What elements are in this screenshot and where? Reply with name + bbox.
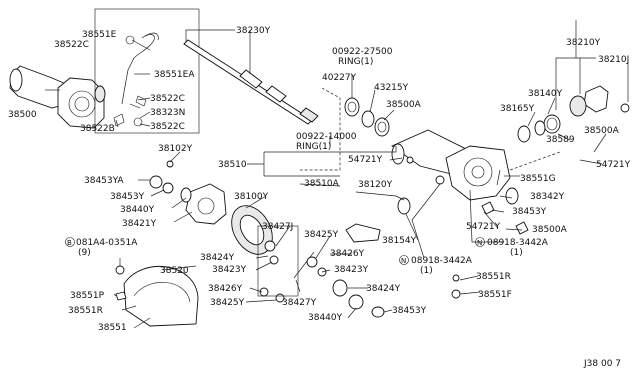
label-38510A[interactable]: 38510A xyxy=(304,179,340,189)
label-38424Y[interactable]: 38424Y xyxy=(366,284,401,294)
label-38230Y[interactable]: 38230Y xyxy=(236,26,271,36)
label-38425Y[interactable]: 38425Y xyxy=(304,230,339,240)
leader-lines xyxy=(45,20,629,329)
label-38100Y[interactable]: 38100Y xyxy=(234,192,269,202)
label-38440Y[interactable]: 38440Y xyxy=(308,313,343,323)
label-38500A[interactable]: 38500A xyxy=(584,126,620,136)
label-38102Y[interactable]: 38102Y xyxy=(158,144,193,154)
label-40227Y[interactable]: 40227Y xyxy=(322,73,357,83)
axle-shaft-illustration xyxy=(183,39,319,125)
label-08918-3442A[interactable]: 08918-3442A xyxy=(487,238,549,248)
label-38522C[interactable]: 38522C xyxy=(150,94,185,104)
label-38426Y[interactable]: 38426Y xyxy=(208,284,243,294)
n-marker: N xyxy=(477,239,482,247)
label-38500[interactable]: 38500 xyxy=(8,110,37,120)
label-38522B[interactable]: 38522B xyxy=(80,124,115,134)
label-38165Y[interactable]: 38165Y xyxy=(500,104,535,114)
label-08918-3442A[interactable]: 08918-3442A xyxy=(411,256,473,266)
label-38424Y[interactable]: 38424Y xyxy=(200,253,235,263)
label-38140Y[interactable]: 38140Y xyxy=(528,89,563,99)
callout-n-08918-3442A[interactable]: N 08918-3442A (1) xyxy=(399,255,473,277)
label-38453YA[interactable]: 38453YA xyxy=(84,176,124,186)
side-bearing-seals-illustration xyxy=(344,97,390,137)
label-38551R[interactable]: 38551R xyxy=(476,272,511,282)
label-ring-qty: RING(1) xyxy=(338,57,373,67)
label-38154Y[interactable]: 38154Y xyxy=(382,236,417,246)
label-qty: (1) xyxy=(510,248,523,258)
label-38551R[interactable]: 38551R xyxy=(68,306,103,316)
label-43215Y[interactable]: 43215Y xyxy=(374,83,409,93)
diagram-code: J38 00 7 xyxy=(583,359,621,369)
label-38589[interactable]: 38589 xyxy=(546,135,575,145)
rear-axle-housing-illustration xyxy=(391,129,511,201)
callout-b-081A4-0351A[interactable]: B 081A4-0351A (9) xyxy=(65,237,139,259)
label-ring-qty: RING(1) xyxy=(296,142,331,152)
label-38453Y[interactable]: 38453Y xyxy=(512,207,547,217)
label-38210Y[interactable]: 38210Y xyxy=(566,38,601,48)
label-38440Y[interactable]: 38440Y xyxy=(120,205,155,215)
label-38423Y[interactable]: 38423Y xyxy=(334,265,369,275)
label-38425Y[interactable]: 38425Y xyxy=(210,298,245,308)
label-54721Y[interactable]: 54721Y xyxy=(596,160,631,170)
label-38522C[interactable]: 38522C xyxy=(54,40,89,50)
front-carrier-illustration xyxy=(9,8,200,134)
label-38551G[interactable]: 38551G xyxy=(520,174,556,184)
part-number-labels: 38551E 38522C 38551EA 38500 38522C 38323… xyxy=(8,26,631,369)
label-38120Y[interactable]: 38120Y xyxy=(358,180,393,190)
label-38510[interactable]: 38510 xyxy=(218,160,247,170)
label-38500A[interactable]: 38500A xyxy=(532,225,568,235)
n-marker: N xyxy=(401,257,406,265)
label-38423Y[interactable]: 38423Y xyxy=(212,265,247,275)
label-38426Y[interactable]: 38426Y xyxy=(330,249,365,259)
b-marker: B xyxy=(67,239,72,247)
label-38520[interactable]: 38520 xyxy=(160,266,189,276)
callout-n-08918-3442A[interactable]: N 08918-3442A (1) xyxy=(475,237,549,259)
label-38551EA[interactable]: 38551EA xyxy=(154,70,195,80)
label-081A4-0351A[interactable]: 081A4-0351A xyxy=(76,238,138,248)
label-38551F[interactable]: 38551F xyxy=(478,290,512,300)
label-qty: (1) xyxy=(420,266,433,276)
label-38427J[interactable]: 38427J xyxy=(262,222,293,232)
label-38522C[interactable]: 38522C xyxy=(150,122,185,132)
label-38551P[interactable]: 38551P xyxy=(70,291,105,301)
label-38323N[interactable]: 38323N xyxy=(150,108,185,118)
label-00922-27500[interactable]: 00922-27500 xyxy=(332,47,393,57)
differential-case-illustration xyxy=(115,156,529,327)
label-38342Y[interactable]: 38342Y xyxy=(530,192,565,202)
label-38453Y[interactable]: 38453Y xyxy=(110,192,145,202)
label-54721Y[interactable]: 54721Y xyxy=(348,155,383,165)
label-38421Y[interactable]: 38421Y xyxy=(122,219,157,229)
label-54721Y[interactable]: 54721Y xyxy=(466,222,501,232)
label-00922-14000[interactable]: 00922-14000 xyxy=(296,132,357,142)
label-38427Y[interactable]: 38427Y xyxy=(282,298,317,308)
label-qty: (9) xyxy=(78,248,91,258)
label-38551E[interactable]: 38551E xyxy=(82,30,117,40)
label-38551[interactable]: 38551 xyxy=(98,323,127,333)
label-38453Y[interactable]: 38453Y xyxy=(392,306,427,316)
label-38210J[interactable]: 38210J xyxy=(598,55,629,65)
label-38500A[interactable]: 38500A xyxy=(386,100,422,110)
companion-flange-illustration xyxy=(517,85,630,143)
